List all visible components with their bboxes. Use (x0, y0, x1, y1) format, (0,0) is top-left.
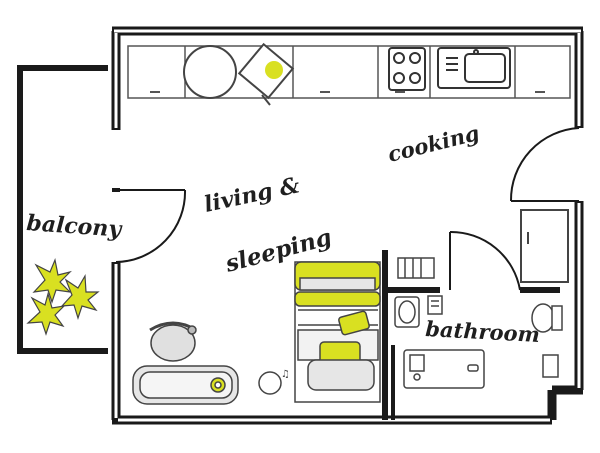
hallway-cabinet (397, 257, 435, 279)
bath-corner-wall (547, 385, 583, 420)
fridge (520, 209, 569, 283)
wall-inner-lines (114, 29, 581, 422)
label-bathroom: bathroom (425, 316, 541, 347)
plant-icon (26, 257, 100, 336)
toilet-icon (531, 303, 563, 333)
bed (294, 261, 381, 403)
kitchen-sink-icon (437, 47, 511, 89)
shower-tray-icon (403, 349, 485, 389)
balcony-outline (17, 65, 108, 354)
dining-chair (237, 42, 295, 106)
stove-icon (388, 47, 426, 91)
round-table (183, 45, 237, 99)
bathroom-door (449, 230, 521, 291)
svg-text:♫: ♫ (281, 369, 290, 380)
balcony-door (112, 188, 187, 263)
bathroom-walls (382, 250, 560, 420)
label-cooking: cooking (385, 120, 482, 167)
side-table: ♫ (258, 369, 290, 395)
armchair (149, 321, 197, 362)
washbasin-icon (394, 296, 420, 328)
towel-rack-icon (427, 295, 443, 315)
bath-corner-box (542, 354, 559, 378)
label-balcony: balcony (26, 210, 125, 243)
entrance-door (509, 127, 580, 202)
label-living: living & (202, 172, 302, 218)
sofa (132, 365, 239, 405)
